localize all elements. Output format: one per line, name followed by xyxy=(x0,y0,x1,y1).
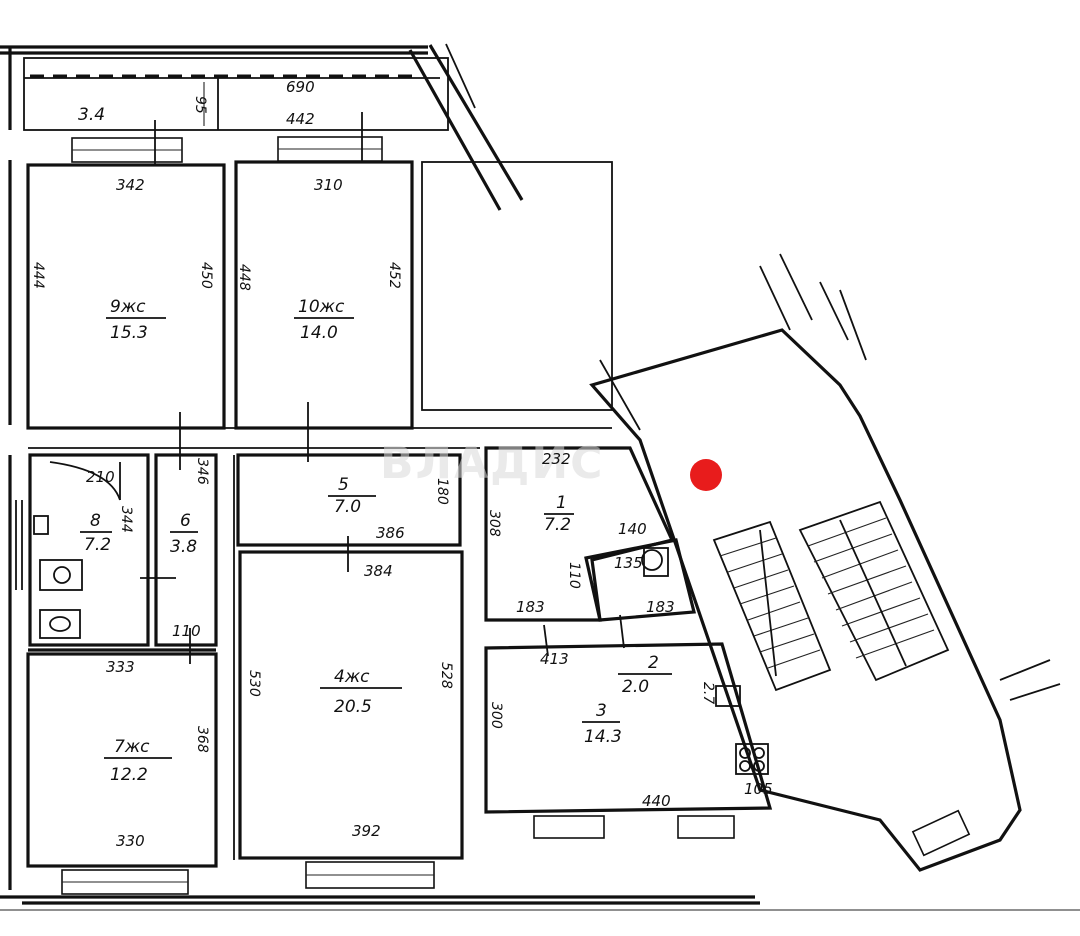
outer-walls xyxy=(0,43,1080,911)
room4-dim-left: 530 xyxy=(246,670,262,697)
room1-area: 7.2 xyxy=(544,515,571,535)
room3-dim-105: 105 xyxy=(744,780,773,798)
dim-top-442: 442 xyxy=(286,110,315,128)
room9-number: 9жс xyxy=(110,297,146,317)
room5-dim-width: 386 xyxy=(376,524,405,542)
room10-area: 14.0 xyxy=(300,323,338,343)
watermark: ВЛАДИС xyxy=(380,438,604,489)
room7-dim-bottom: 330 xyxy=(116,832,145,850)
room5-area: 7.0 xyxy=(334,497,361,517)
room9-dim-width: 342 xyxy=(116,176,145,194)
location-marker xyxy=(690,459,722,491)
balcony-area: 3.4 xyxy=(78,105,105,125)
room3-dim-top: 413 xyxy=(540,650,569,668)
room9-dim-left: 444 xyxy=(30,262,46,289)
room9-area: 15.3 xyxy=(110,323,148,343)
sanitary-fixtures xyxy=(33,515,83,639)
room4-dim-top: 384 xyxy=(364,562,393,580)
room6-number: 6 xyxy=(180,511,191,531)
room3-number: 3 xyxy=(596,701,607,721)
room6-dim-width: 110 xyxy=(172,622,201,640)
room7-dim-right: 368 xyxy=(194,726,210,753)
stair-flight-right xyxy=(798,500,950,682)
room1-dim-bottom: 183 xyxy=(516,598,545,616)
dim-top-95: 95 xyxy=(192,96,208,114)
upper-rooms xyxy=(26,112,613,430)
bath-icon xyxy=(39,609,81,639)
right-rooms xyxy=(484,446,773,839)
room8-dim-height: 344 xyxy=(118,506,134,533)
room2-dim-110: 110 xyxy=(566,562,582,589)
room2-dim-183: 183 xyxy=(646,598,675,616)
stair-flight-left xyxy=(712,520,832,692)
room8-dim-width: 210 xyxy=(86,468,115,486)
room3-dim-bottom: 440 xyxy=(642,792,671,810)
room2-area: 2.0 xyxy=(622,677,649,697)
toilet-icon xyxy=(39,559,83,591)
misc-dim-27: 2.7 xyxy=(700,682,716,704)
room7-area: 12.2 xyxy=(110,765,148,785)
room9-dim-right: 450 xyxy=(198,262,214,289)
room10-dim-width: 310 xyxy=(314,176,343,194)
room4-number: 4жс xyxy=(334,667,370,687)
room1-dim-top: 232 xyxy=(542,450,571,468)
room7-number: 7жс xyxy=(114,737,150,757)
room2-dim-135: 135 xyxy=(614,554,643,572)
room10-dim-left: 448 xyxy=(236,264,252,291)
room8-area: 7.2 xyxy=(84,535,111,555)
room7-dim-top: 333 xyxy=(106,658,135,676)
room5-dim-height: 180 xyxy=(434,478,450,505)
room10-number: 10жс xyxy=(298,297,345,317)
dim-top-690: 690 xyxy=(286,78,315,96)
room10-dim-right: 452 xyxy=(386,262,402,289)
room3-dim-left: 300 xyxy=(488,702,504,729)
room2-number: 2 xyxy=(648,653,659,673)
room4-area: 20.5 xyxy=(334,697,372,717)
room8-number: 8 xyxy=(90,511,101,531)
room4-dim-bottom: 392 xyxy=(352,822,381,840)
room4-dim-right: 528 xyxy=(438,662,454,689)
room2-dim-140: 140 xyxy=(618,520,647,538)
room5-number: 5 xyxy=(338,475,349,495)
room1-dim-left: 308 xyxy=(486,510,502,537)
washbasin-icon xyxy=(641,549,663,571)
room6-area: 3.8 xyxy=(170,537,197,557)
room3-area: 14.3 xyxy=(584,727,622,747)
room6-dim-height: 346 xyxy=(194,458,210,485)
sink-icon xyxy=(33,515,49,535)
middle-rooms xyxy=(26,402,612,895)
room1-number: 1 xyxy=(556,493,567,513)
stairwell xyxy=(589,253,1061,872)
stove-icon xyxy=(735,743,769,775)
